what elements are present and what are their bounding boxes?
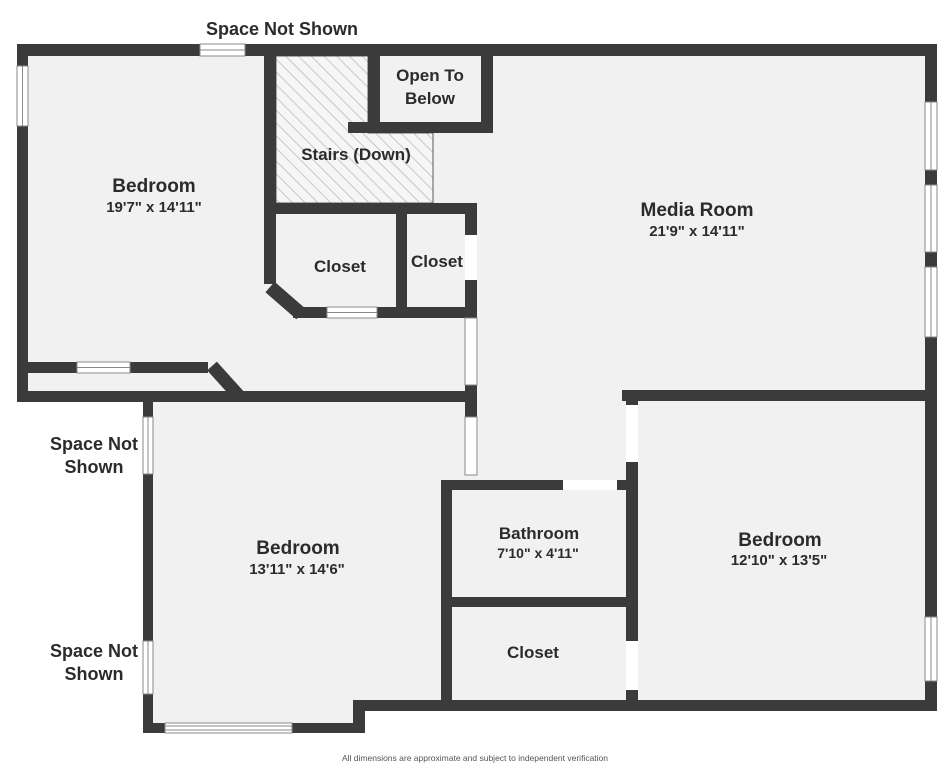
wall-bedroomBL-left-b	[143, 474, 153, 641]
window-media-right-2	[924, 184, 938, 253]
window-bedroomBL-bottom	[164, 722, 293, 734]
wall-bedroomBR-left	[626, 462, 638, 641]
label-media-name: Media Room	[641, 200, 754, 221]
wall-hall-c	[465, 385, 477, 417]
door-bedroomBR	[626, 405, 638, 462]
wall-bottom-right-section	[359, 700, 937, 711]
wall-bathroom-closet-divider	[441, 597, 638, 607]
label-stairs: Stairs (Down)	[301, 145, 411, 164]
label-space-not-shown-1b: Shown	[65, 457, 124, 477]
window-closet-bottom	[326, 306, 378, 319]
walls	[17, 44, 937, 733]
window-top	[199, 43, 246, 57]
windows	[16, 43, 938, 734]
label-space-not-shown-top: Space Not Shown	[206, 19, 358, 39]
opening-hall-1	[464, 317, 478, 386]
wall-top	[17, 44, 937, 56]
wall-bedroom-stairs	[264, 56, 276, 214]
label-bedroomBL-dims: 13'11" x 14'6"	[249, 561, 345, 578]
window-media-right-1	[924, 101, 938, 171]
window-left-upper	[16, 65, 29, 127]
wall-bedroomBL-left-c	[143, 694, 153, 733]
opening-hall-2	[464, 416, 478, 476]
label-bedroomTL-name: Bedroom	[112, 176, 195, 197]
wall-stairs-bottom	[264, 203, 477, 214]
label-otb-line1: Open To	[396, 66, 464, 85]
wall-bathroom-top-b	[617, 480, 638, 490]
label-space-not-shown-2a: Space Not	[50, 641, 138, 661]
window-bedroomTL-interior	[76, 361, 131, 374]
label-bedroomBR-dims: 12'10" x 13'5"	[731, 552, 827, 569]
label-bedroomBR-name: Bedroom	[738, 530, 821, 551]
door-closet-bottom	[626, 641, 638, 690]
labels: Space Not Shown Bedroom 19'7" x 14'11" M…	[50, 19, 827, 763]
wall-hall-b	[465, 280, 477, 318]
wall-otb-left	[368, 56, 380, 133]
wall-bedroomBL-left-a	[143, 402, 153, 417]
wall-left	[17, 44, 28, 402]
label-otb-line2: Below	[405, 89, 456, 108]
label-bedroomTL-dims: 19'7" x 14'11"	[106, 199, 202, 216]
label-bathroom-name: Bathroom	[499, 524, 579, 543]
wall-closet-left	[264, 214, 276, 284]
label-bathroom-dims: 7'10" x 4'11"	[497, 545, 578, 561]
wall-otb-bottom	[348, 122, 492, 133]
wall-bedroomTL-angle	[207, 361, 245, 402]
wall-media-bottom	[622, 390, 927, 401]
wall-hall-a	[465, 214, 477, 235]
door-bathroom	[563, 480, 617, 490]
label-closet-bottom: Closet	[507, 643, 559, 662]
label-space-not-shown-2b: Shown	[65, 664, 124, 684]
wall-closets-bottom	[293, 307, 477, 318]
disclaimer-text: All dimensions are approximate and subje…	[342, 753, 608, 763]
label-bedroomBL-name: Bedroom	[256, 538, 339, 559]
window-bedroomBL-left-1	[142, 416, 154, 475]
wall-bedroomBR-left-stub	[626, 390, 638, 405]
window-bedroomBR-right	[924, 616, 938, 682]
door-openings	[465, 235, 638, 690]
label-media-dims: 21'9" x 14'11"	[649, 223, 745, 240]
window-media-right-3	[924, 266, 938, 338]
wall-otb-right	[481, 56, 493, 133]
label-space-not-shown-1a: Space Not	[50, 434, 138, 454]
label-closet-upper-left: Closet	[314, 257, 366, 276]
wall-bedroomBL-bottom-b	[292, 723, 365, 733]
wall-closet-divider	[396, 214, 407, 318]
window-bedroomBL-left-2	[142, 640, 154, 695]
door-hall-closet	[465, 235, 477, 280]
label-closet-upper-right: Closet	[411, 252, 463, 271]
wall-bathroom-top-a	[441, 480, 563, 490]
wall-bedroomBL-bottom-a	[143, 723, 165, 733]
wall-upper-section-bottom	[17, 391, 477, 402]
wall-bathroom-left	[441, 480, 452, 708]
